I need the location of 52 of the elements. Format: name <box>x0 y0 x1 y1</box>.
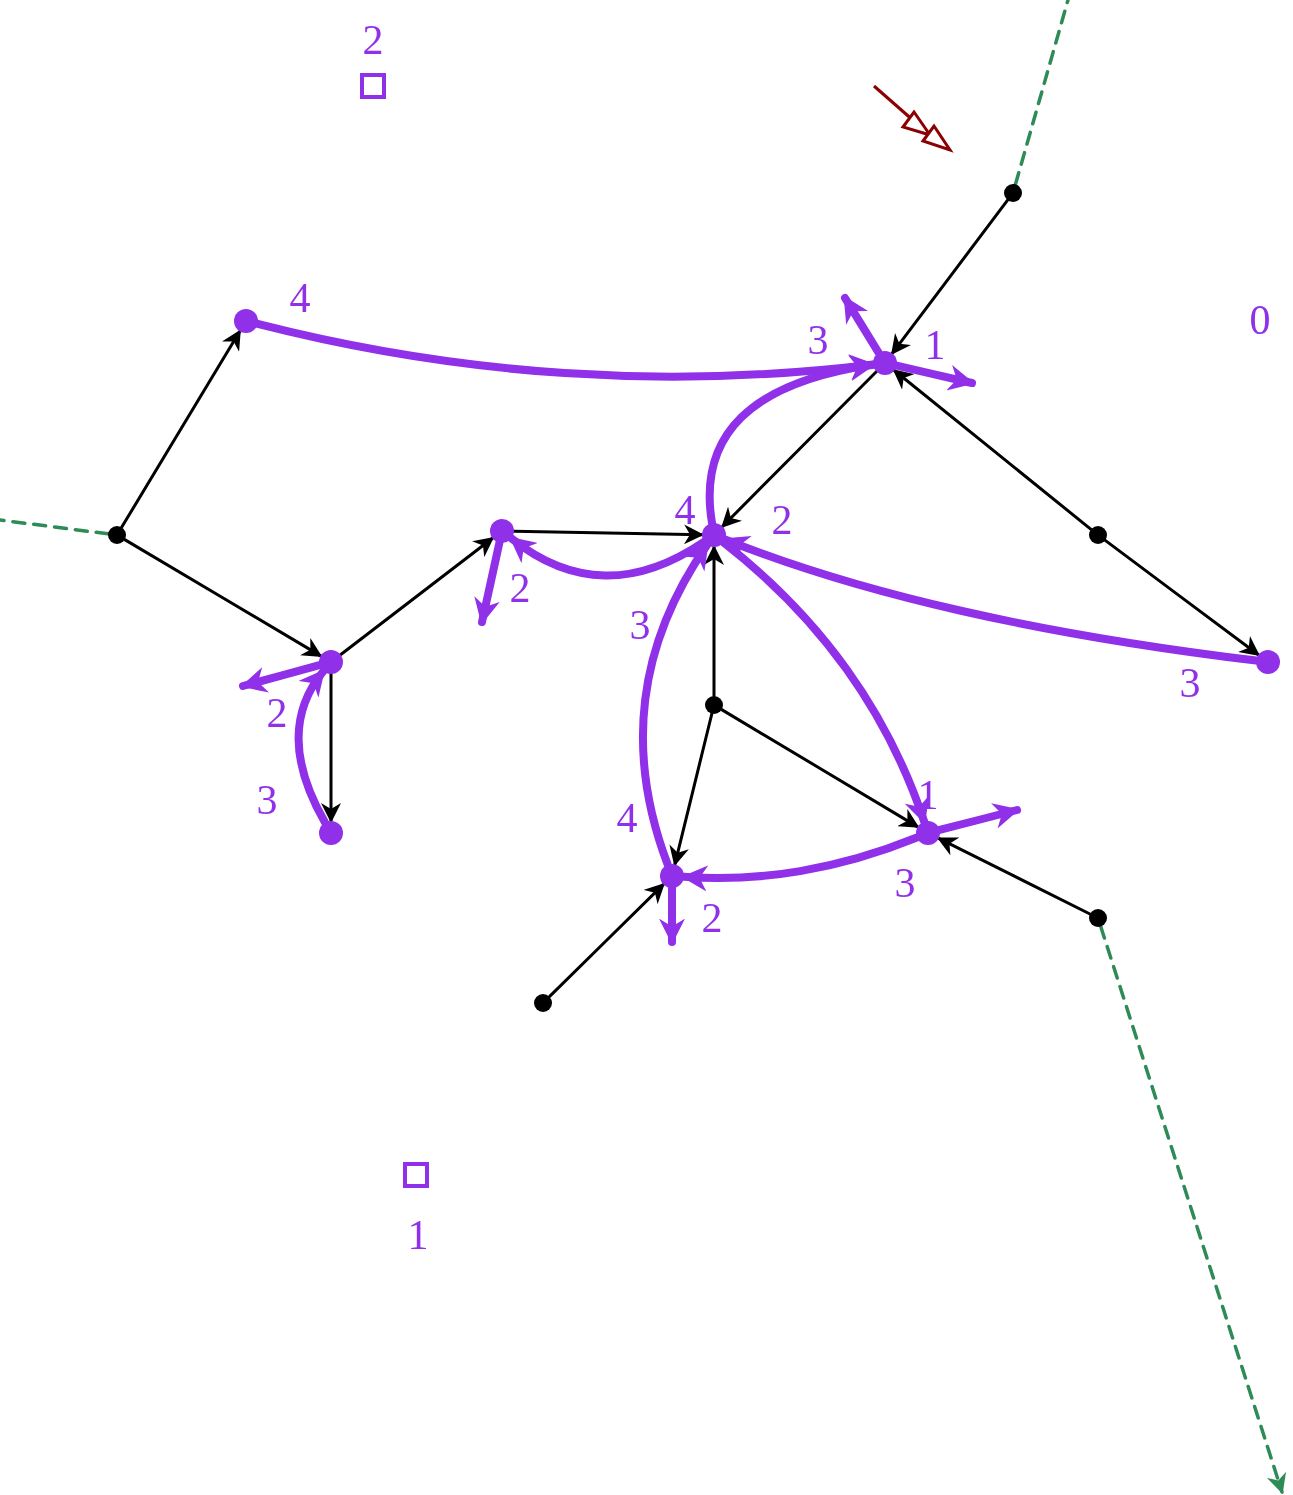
critical-point <box>702 523 726 547</box>
point-marker <box>1004 184 1022 202</box>
point-marker <box>705 696 723 714</box>
arrow <box>704 545 724 698</box>
arrow <box>120 329 242 529</box>
arrow <box>720 370 879 528</box>
square-marker <box>360 73 386 99</box>
flow-arrow <box>294 667 329 827</box>
index-label: 2 <box>362 19 384 61</box>
arrow <box>339 536 495 657</box>
index-label: 4 <box>674 489 696 531</box>
point-marker <box>534 994 552 1012</box>
arrow <box>669 712 714 867</box>
index-label: 3 <box>894 862 916 904</box>
arrow <box>720 708 920 829</box>
index-label: 2 <box>771 499 793 541</box>
flow-arrow <box>841 294 883 357</box>
index-label: 3 <box>629 604 651 646</box>
arrow <box>890 198 1010 355</box>
critical-point <box>1256 650 1280 674</box>
dashed-line <box>1099 924 1287 1494</box>
arrow <box>123 538 323 658</box>
point-marker <box>1089 909 1107 927</box>
index-label: 2 <box>701 897 723 939</box>
index-label: 1 <box>407 1214 429 1256</box>
dashed-line <box>1013 0 1070 187</box>
critical-point <box>234 309 258 333</box>
index-label: 0 <box>1249 299 1271 341</box>
index-label: 2 <box>509 567 531 609</box>
arrow <box>892 369 1093 531</box>
index-label: 3 <box>1179 662 1201 704</box>
index-label: 3 <box>256 779 278 821</box>
critical-point <box>319 650 343 674</box>
arrow <box>512 524 704 545</box>
critical-point <box>319 821 343 845</box>
index-label: 3 <box>807 319 829 361</box>
index-label: 4 <box>289 277 311 319</box>
critical-point <box>873 351 897 375</box>
critical-point <box>916 821 940 845</box>
arrow <box>547 882 665 999</box>
square-marker <box>403 1162 429 1188</box>
arrow <box>936 836 1092 916</box>
critical-point <box>660 864 684 888</box>
arrow <box>1103 538 1260 657</box>
index-label: 4 <box>616 797 638 839</box>
point-marker <box>108 526 126 544</box>
dashed-line <box>0 518 110 536</box>
critical-point <box>490 519 514 543</box>
point-marker <box>1089 526 1107 544</box>
index-label: 2 <box>266 692 288 734</box>
arrow <box>321 672 341 823</box>
index-label: 1 <box>924 324 946 366</box>
